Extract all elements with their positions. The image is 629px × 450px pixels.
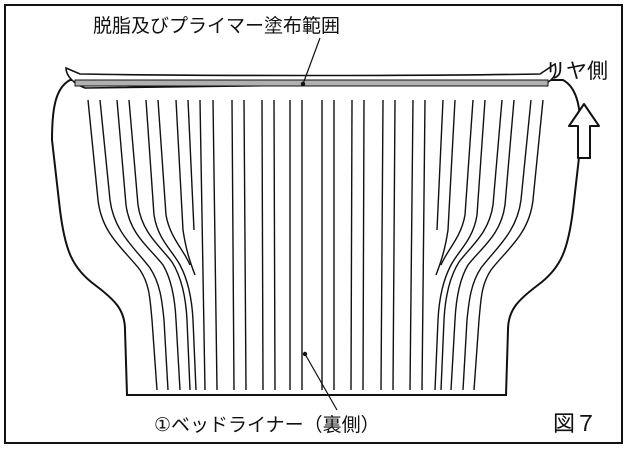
rib <box>273 99 276 391</box>
bottom-leader-line <box>304 353 338 411</box>
rib <box>440 99 503 391</box>
rib <box>145 99 197 391</box>
rib <box>99 99 169 391</box>
rib <box>440 99 474 266</box>
rib <box>128 99 191 391</box>
rib <box>362 99 365 391</box>
rib <box>435 99 456 276</box>
rib <box>87 99 158 391</box>
rib <box>212 99 218 391</box>
rib <box>187 99 195 231</box>
top-leader-line <box>302 37 321 85</box>
primer-band <box>74 79 549 87</box>
rib <box>157 99 191 266</box>
top-leader-dot <box>300 81 306 87</box>
ribs <box>87 99 544 391</box>
primer-area-label: 脱脂及びプライマー塗布範囲 <box>93 15 341 37</box>
bottom-leader-dot <box>302 351 308 357</box>
rib <box>199 99 206 391</box>
up-arrow-icon <box>568 103 600 159</box>
rib <box>261 99 264 391</box>
figure-number: 図７ <box>553 412 598 437</box>
rib <box>434 99 486 391</box>
rib <box>380 99 384 391</box>
rib <box>175 99 196 276</box>
rib <box>436 99 444 231</box>
rib <box>231 99 235 391</box>
rib <box>473 99 544 391</box>
rib <box>392 99 396 391</box>
bed-liner-label: ①ベッドライナー（裏側） <box>154 414 380 436</box>
rib <box>350 99 353 391</box>
rear-side-label: リヤ側 <box>545 59 608 83</box>
figure-frame <box>4 4 623 444</box>
rib <box>116 99 181 391</box>
rib <box>243 99 247 391</box>
rib <box>409 99 414 391</box>
rib <box>462 99 532 391</box>
rib <box>421 99 426 391</box>
rib <box>450 99 515 391</box>
